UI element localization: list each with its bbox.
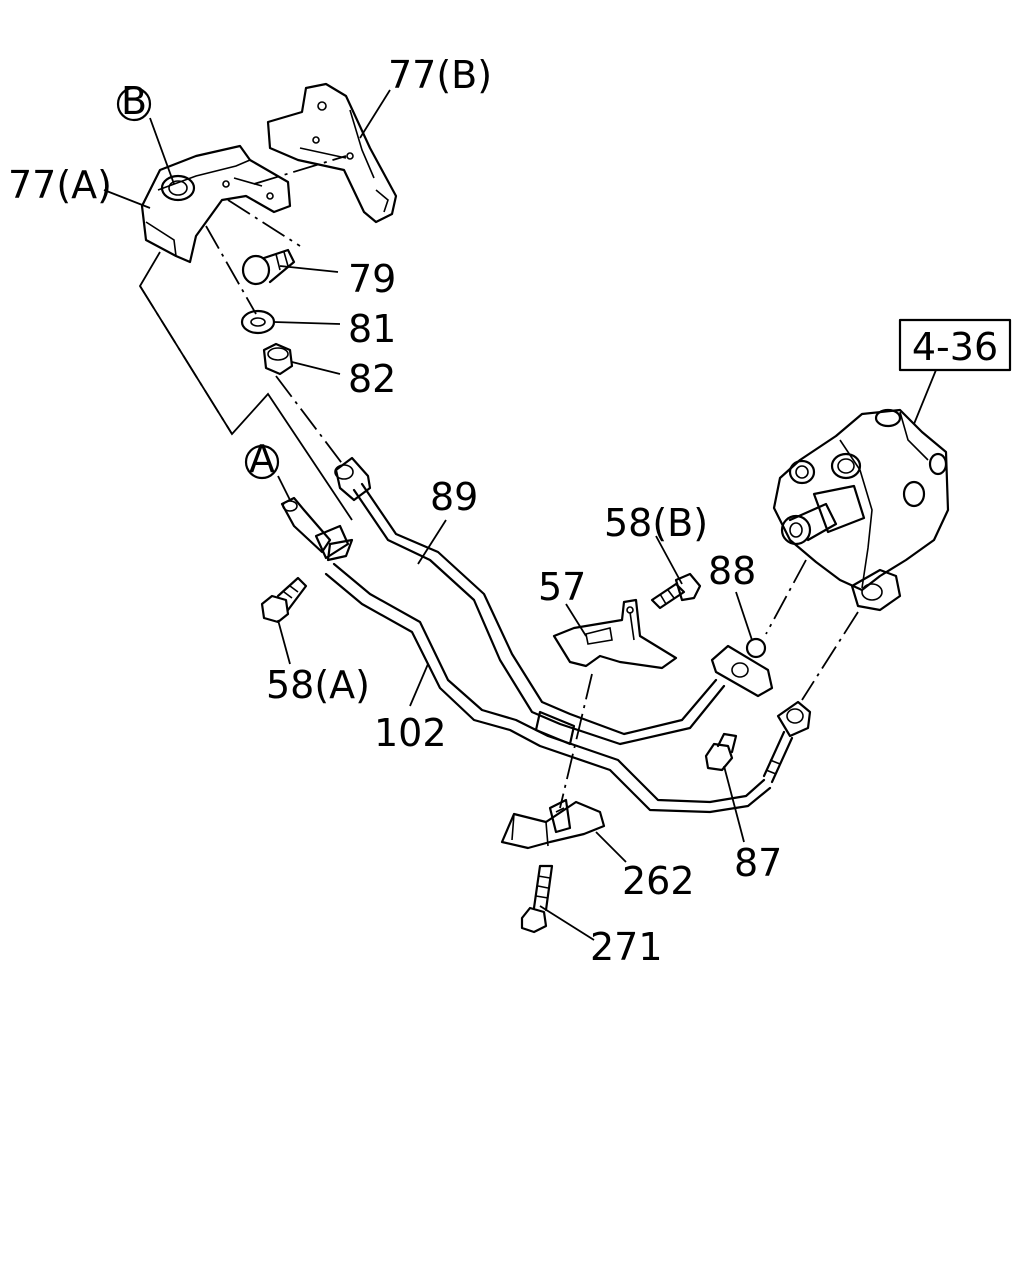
frame-line-a bbox=[138, 251, 353, 521]
washer-81 bbox=[240, 309, 276, 335]
bracket-77a bbox=[140, 144, 292, 264]
circle-marker-a: A bbox=[244, 437, 280, 481]
bolt-79 bbox=[241, 248, 296, 286]
callout-82: 82 bbox=[348, 357, 396, 401]
pipe-89-flange bbox=[710, 644, 774, 698]
alignment-line-82-pipe bbox=[205, 225, 345, 467]
callout-262: 262 bbox=[622, 859, 695, 903]
circle-marker-b-label: B bbox=[121, 79, 147, 123]
callout-89: 89 bbox=[430, 475, 478, 519]
pipe-102 bbox=[324, 562, 772, 814]
clamp-262 bbox=[500, 798, 606, 850]
reference-box-label: 4-36 bbox=[912, 325, 998, 369]
alignment-line-57-262 bbox=[559, 673, 593, 809]
nut-82 bbox=[262, 342, 294, 376]
alignment-line-pump-102 bbox=[801, 611, 859, 701]
callout-102: 102 bbox=[374, 711, 447, 755]
pipe-89 bbox=[334, 456, 726, 746]
circle-marker-b: B bbox=[116, 79, 152, 123]
callout-57: 57 bbox=[538, 565, 586, 609]
power-steering-pump bbox=[772, 408, 950, 612]
callout-58b: 58(B) bbox=[604, 501, 708, 545]
alignment-line-brackets-2 bbox=[227, 199, 301, 247]
reference-box-4-36[interactable]: 4-36 bbox=[898, 318, 1012, 372]
callout-77b: 77(B) bbox=[388, 53, 492, 97]
bolt-58a bbox=[260, 576, 308, 624]
alignment-line-pump-88 bbox=[765, 559, 807, 635]
bolt-87 bbox=[704, 732, 738, 772]
leader-lines bbox=[103, 89, 937, 941]
callout-81: 81 bbox=[348, 307, 396, 351]
alignment-line-brackets bbox=[253, 155, 347, 185]
bolt-58b bbox=[650, 572, 702, 610]
callout-79: 79 bbox=[348, 257, 396, 301]
bracket-57 bbox=[552, 598, 678, 670]
circle-marker-a-label: A bbox=[249, 437, 275, 481]
callout-88: 88 bbox=[708, 549, 756, 593]
callout-87: 87 bbox=[734, 841, 782, 885]
callout-77a: 77(A) bbox=[8, 163, 112, 207]
bracket-77b bbox=[266, 82, 398, 224]
alignment-line-frame bbox=[139, 285, 233, 435]
o-ring-88 bbox=[745, 637, 767, 659]
callout-58a: 58(A) bbox=[266, 663, 370, 707]
fitting-a bbox=[280, 496, 354, 562]
callout-271: 271 bbox=[590, 925, 663, 969]
pipe-102-end-fitting bbox=[762, 700, 812, 784]
bolt-271 bbox=[520, 864, 554, 934]
